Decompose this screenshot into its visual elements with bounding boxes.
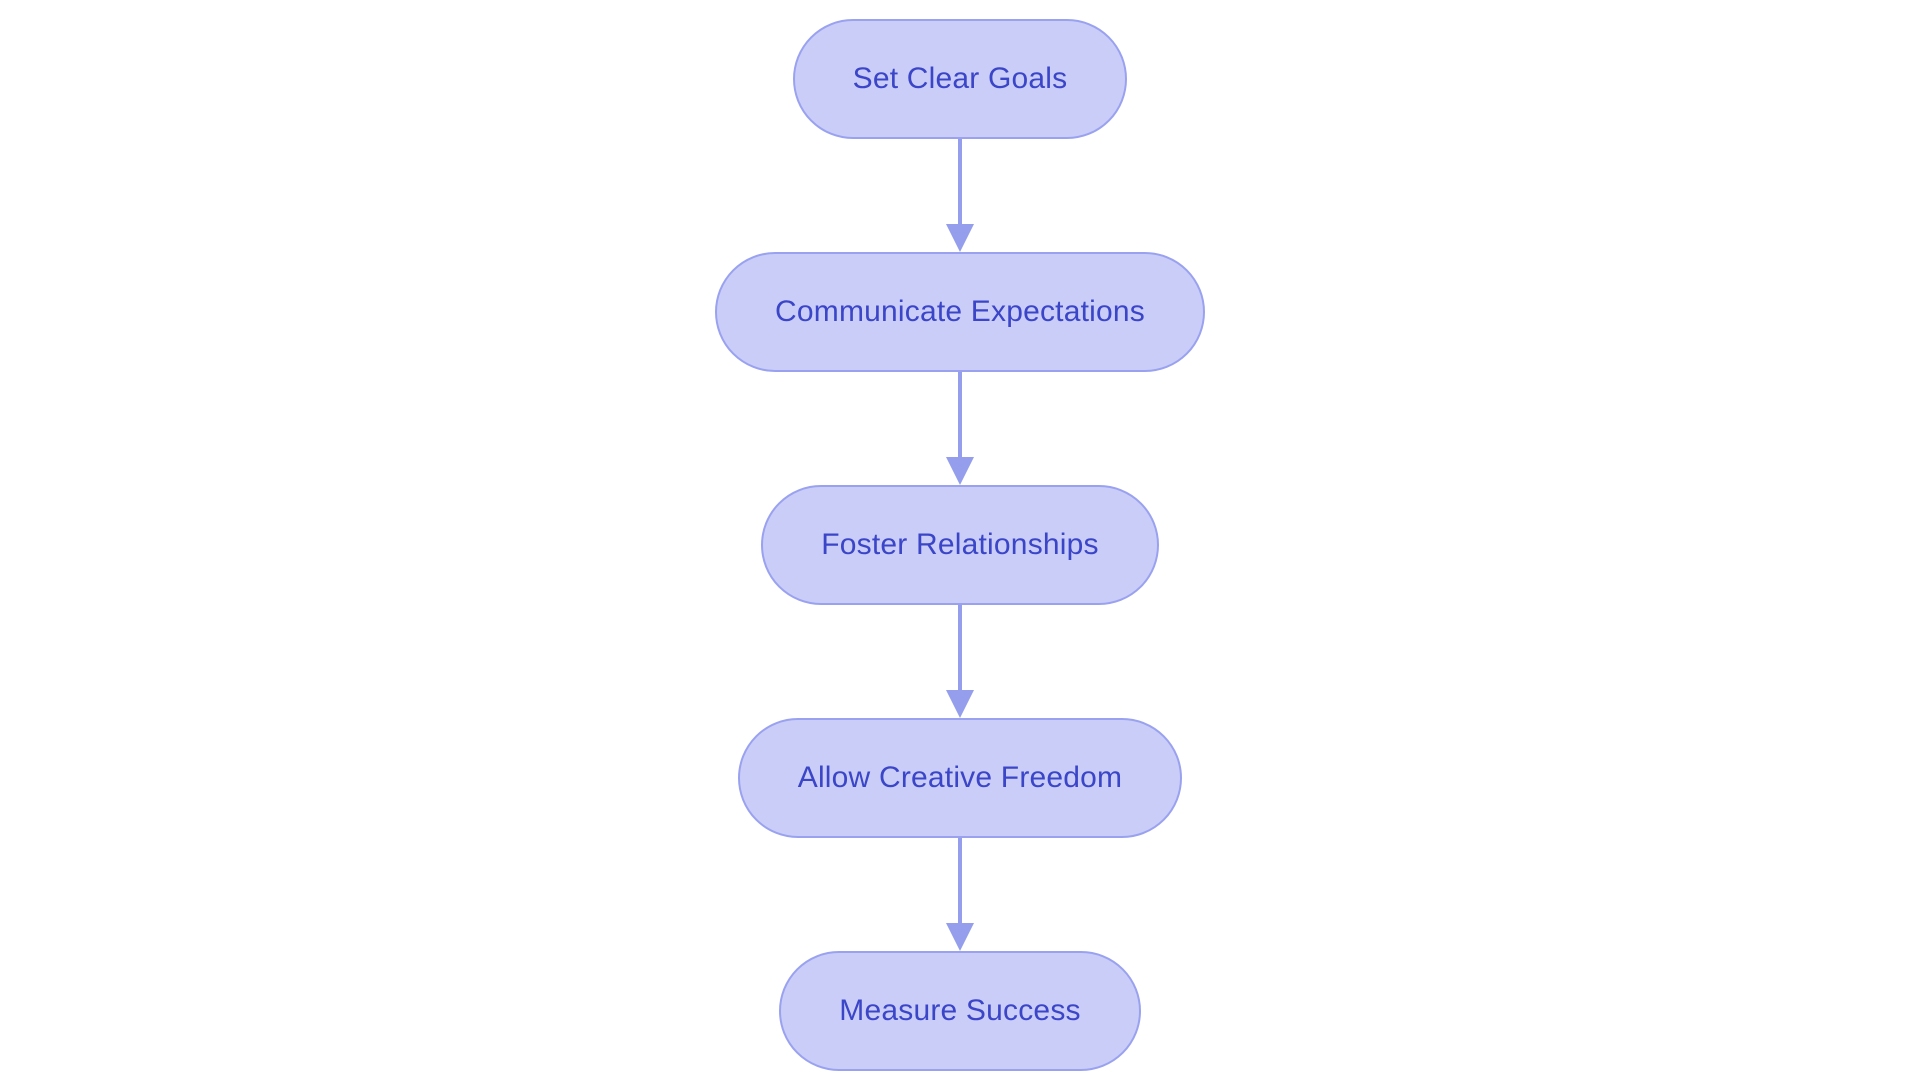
flow-node-communicate-expectations: Communicate Expectations — [715, 252, 1205, 372]
node-label: Allow Creative Freedom — [797, 761, 1123, 794]
node-label: Set Clear Goals — [852, 62, 1068, 95]
arrow-down-icon — [946, 605, 974, 718]
node-label: Communicate Expectations — [775, 295, 1145, 328]
flow-node-measure-success: Measure Success — [779, 951, 1141, 1071]
flow-node-set-clear-goals: Set Clear Goals — [792, 19, 1128, 139]
flow-node-allow-creative-freedom: Allow Creative Freedom — [737, 718, 1183, 838]
node-label: Measure Success — [839, 994, 1081, 1027]
arrow-down-icon — [946, 838, 974, 951]
arrow-down-icon — [946, 372, 974, 485]
flow-node-foster-relationships: Foster Relationships — [761, 485, 1159, 605]
node-label: Foster Relationships — [821, 528, 1099, 561]
arrow-down-icon — [946, 139, 974, 252]
